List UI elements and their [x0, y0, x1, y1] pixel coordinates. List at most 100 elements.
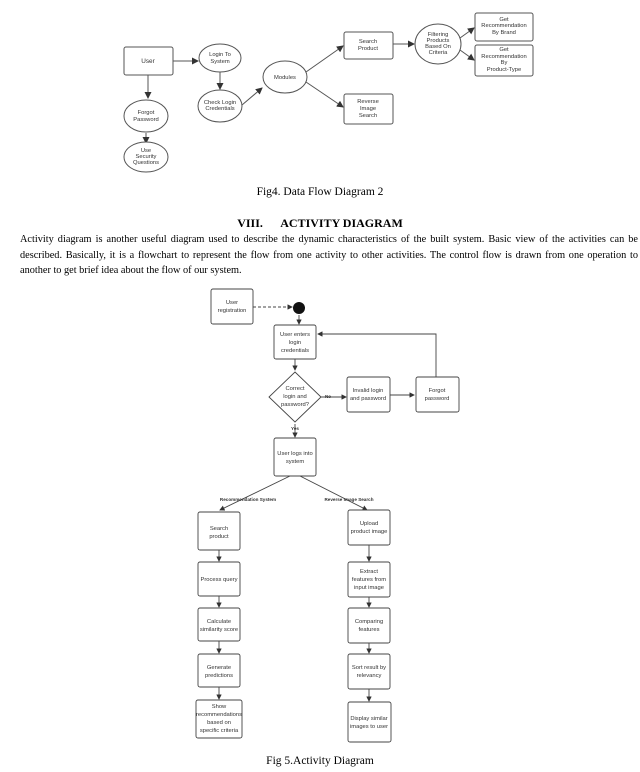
label-filter-3: Based On	[425, 44, 451, 50]
label-show-4: specific criteria	[200, 728, 239, 734]
node-search-product-act	[197, 511, 241, 551]
label-display-2: images to user	[350, 724, 388, 730]
start-node	[293, 302, 305, 314]
section-title: ACTIVITY DIAGRAM	[280, 216, 403, 230]
label-forgot-1: Forgot	[429, 388, 446, 394]
node-rec-product-type	[474, 44, 534, 77]
label-gen-1: Generate	[207, 665, 231, 671]
label-process: Process query	[200, 577, 237, 583]
label-search-1: Search	[359, 39, 377, 45]
label-display-1: Display similar	[350, 716, 387, 722]
node-decision	[268, 371, 322, 423]
edge-modules-search	[305, 45, 344, 73]
node-check-credentials	[197, 89, 243, 123]
label-login-2: System	[210, 59, 229, 65]
label-ptype-3: By	[501, 60, 508, 66]
node-invalid-login	[346, 376, 391, 413]
label-calc-1: Calculate	[207, 619, 231, 625]
label-decision-3: password?	[281, 402, 310, 408]
label-user: User	[141, 58, 155, 65]
edge-logs-search	[219, 475, 291, 511]
label-reverse-2: Image	[360, 106, 376, 112]
node-display-similar	[347, 701, 392, 743]
label-check-2: Credentials	[205, 106, 234, 112]
node-enter-credentials	[273, 324, 317, 360]
node-process-query	[197, 561, 241, 597]
node-user	[123, 46, 174, 76]
node-login	[198, 43, 242, 73]
node-forgot-password	[123, 99, 169, 133]
label-decision-2: login and	[283, 394, 307, 400]
node-modules	[262, 60, 308, 94]
fig4-caption: Fig4. Data Flow Diagram 2	[256, 186, 384, 198]
edge-filter-brand	[459, 27, 475, 39]
label-logs-2: system	[286, 459, 305, 465]
label-security-2: Security	[136, 154, 157, 160]
label-ptype-4: Product-Type	[487, 67, 521, 73]
label-sort-1: Sort result by	[352, 665, 386, 671]
node-show-recommendations	[195, 699, 243, 739]
label-extract-1: Extract	[360, 569, 378, 575]
label-upload-2: product image	[351, 529, 388, 535]
section-heading: VIII. ACTIVITY DIAGRAM	[0, 216, 640, 231]
label-logs-1: User logs into	[277, 451, 312, 457]
node-reverse-search	[343, 93, 394, 125]
label-reverse-3: Search	[359, 113, 377, 119]
label-filter-4: Criteria	[429, 50, 448, 56]
node-rec-brand	[474, 12, 534, 42]
label-invalid-1: Invalid login	[353, 388, 384, 394]
edge-filter-ptype	[459, 49, 475, 61]
edge-label-rec-system: Recommendation System	[220, 497, 276, 502]
label-brand-1: Get	[499, 17, 509, 23]
label-gen-2: predictions	[205, 673, 233, 679]
node-generate-predictions	[197, 653, 241, 688]
node-comparing-features	[347, 607, 391, 644]
label-show-3: based on	[207, 720, 231, 726]
label-enter-2: login	[289, 340, 301, 346]
label-search-2: product	[209, 534, 229, 540]
edge-label-reverse-search: Reverse Image Search	[324, 497, 373, 502]
node-search-product	[343, 31, 394, 60]
label-enter-3: credentials	[281, 348, 309, 354]
label-calc-2: similarity score	[200, 627, 238, 633]
label-reg-1: User	[226, 300, 238, 306]
label-search-1: Search	[210, 526, 228, 532]
label-ptype-1: Get	[499, 47, 509, 53]
label-compare-1: Comparing	[355, 619, 383, 625]
edge-label-yes: Yes	[291, 426, 299, 431]
label-brand-2: Recommendation	[481, 23, 526, 29]
label-login-1: Login To	[209, 52, 231, 58]
node-extract-features	[347, 561, 391, 598]
node-user-registration	[210, 288, 254, 325]
node-calc-similarity	[197, 607, 241, 642]
label-enter-1: User enters	[280, 332, 310, 338]
label-forgot-2: password	[425, 396, 450, 402]
node-forgot-password-act	[415, 376, 460, 413]
label-invalid-2: and password	[350, 396, 386, 402]
node-user-logs	[273, 437, 317, 477]
label-show-2: recommendations	[196, 712, 242, 718]
edge-logs-upload	[299, 475, 368, 511]
label-forgot-2: Password	[133, 117, 158, 123]
label-security-1: Use	[141, 148, 151, 154]
section-paragraph: Activity diagram is another useful diagr…	[20, 234, 638, 276]
data-flow-diagram: User Login To System Forgot Password Use…	[123, 12, 534, 173]
label-modules: Modules	[274, 75, 296, 81]
section-number: VIII.	[237, 216, 263, 230]
label-search-2: Product	[358, 46, 378, 52]
edge-forgot-enter	[317, 331, 437, 377]
label-reg-2: registration	[218, 308, 247, 314]
label-check-1: Check Login	[204, 100, 236, 106]
label-filter-1: Filtering	[428, 32, 449, 38]
node-upload-image	[347, 509, 391, 546]
label-sort-2: relevancy	[357, 673, 382, 679]
node-sort-result	[347, 653, 391, 690]
label-extract-2: features from	[352, 577, 386, 583]
label-security-3: Questions	[133, 160, 159, 166]
label-show-1: Show	[212, 704, 227, 710]
label-upload-1: Upload	[360, 521, 378, 527]
label-decision-1: Correct	[285, 386, 304, 392]
edge-label-no: No	[325, 394, 331, 399]
edge-check-modules	[241, 87, 263, 106]
label-forgot-1: Forgot	[138, 110, 155, 116]
